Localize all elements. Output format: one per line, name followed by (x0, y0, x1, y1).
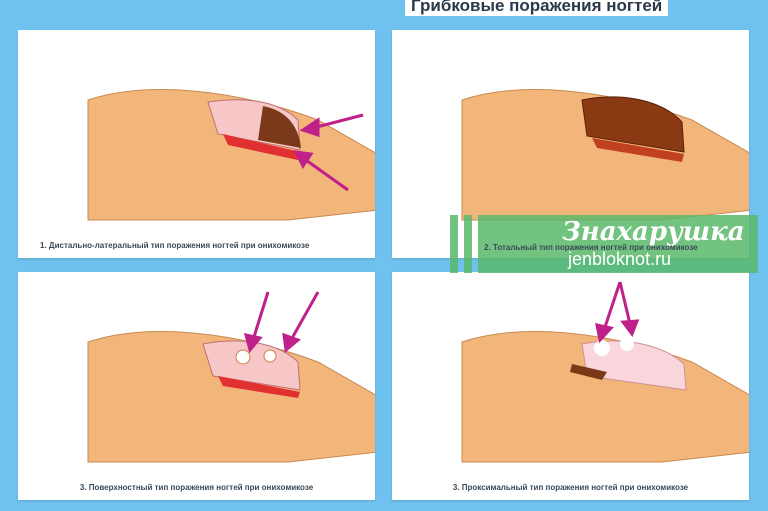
watermark: Знахарушка jenbloknot.ru 2. Тотальный ти… (450, 215, 758, 273)
panel-distal-lateral: 1. Дистально-латеральный тип поражения н… (18, 30, 375, 258)
finger (87, 331, 375, 463)
caption: 3. Проксимальный тип поражения ногтей пр… (452, 483, 689, 492)
watermark-site: jenbloknot.ru (568, 249, 672, 269)
panel-superficial: 3. Поверхностный тип поражения ногтей пр… (18, 272, 375, 500)
illustration (461, 281, 749, 463)
finger (87, 89, 375, 221)
arrow-icon (293, 113, 364, 192)
watermark-name: Знахарушка (562, 217, 745, 247)
finger-illustration (87, 331, 375, 463)
caption: 1. Дистально-латеральный тип поражения н… (40, 241, 310, 250)
caption: 3. Поверхностный тип поражения ногтей пр… (79, 483, 314, 492)
illustration (87, 89, 375, 221)
illustration (461, 89, 749, 221)
panel-total (392, 30, 749, 258)
panel-proximal: 3. Проксимальный тип поражения ногтей пр… (392, 272, 749, 500)
caption: 2. Тотальный тип поражения ногтей при он… (484, 243, 698, 252)
arrow-icon (243, 291, 320, 354)
arrow-icon (595, 281, 640, 344)
page-title: Грибковые поражения ногтей (405, 0, 669, 16)
illustration (87, 291, 375, 463)
finger-illustration (87, 89, 375, 221)
